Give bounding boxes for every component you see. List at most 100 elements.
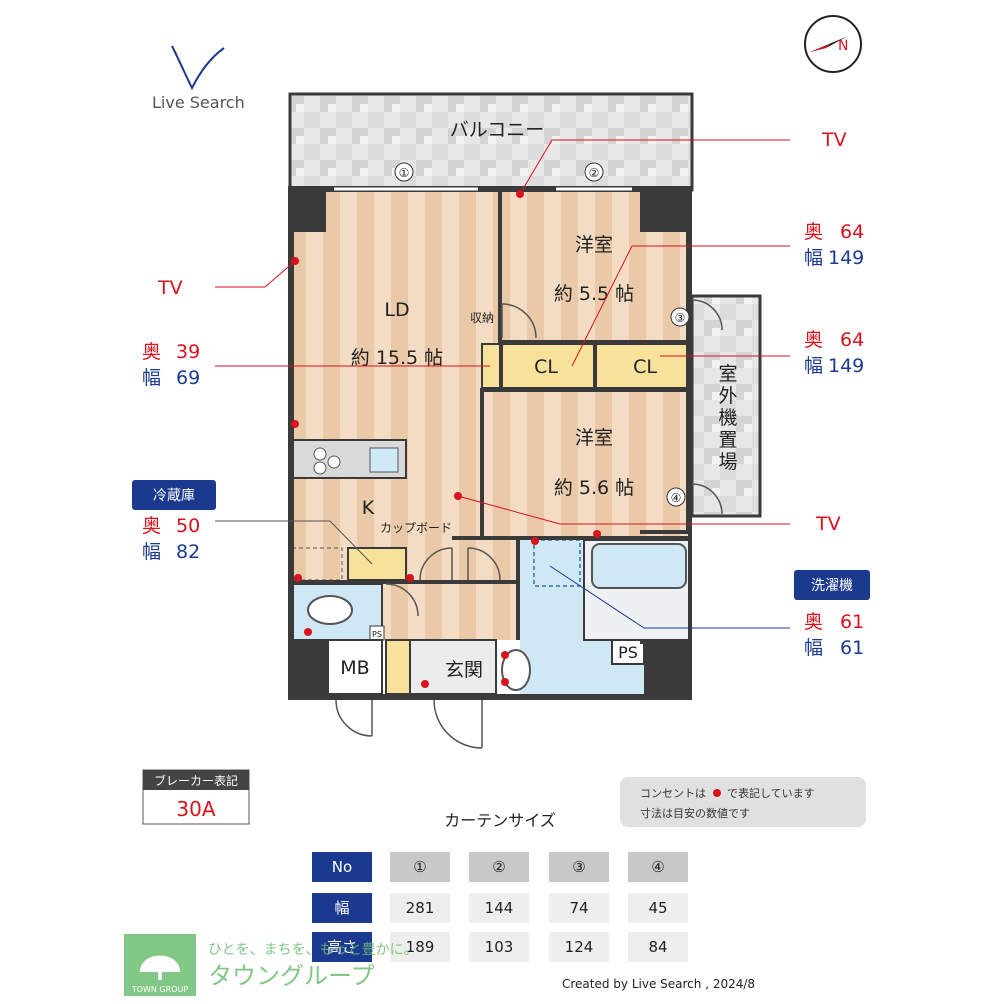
- doors: [335, 299, 723, 749]
- notes-line1-b: で表記しています: [727, 786, 815, 800]
- room-2-size: 約 5.6 帖: [554, 477, 634, 499]
- tv-label-mid-right: TV: [815, 513, 841, 535]
- balcony-label: バルコニー: [450, 119, 545, 141]
- live-search-logo: Live Search: [152, 45, 245, 112]
- ps-large: [611, 639, 645, 665]
- fridge-depth-label: 奥: [142, 515, 161, 537]
- closet-top-depth: 64: [840, 221, 864, 243]
- footer-credit: Created by Live Search , 2024/8: [562, 977, 755, 991]
- fridge-badge: [132, 480, 216, 510]
- storage-width-label: 幅: [142, 367, 161, 389]
- curtain-table: No ① ② ③ ④ 幅 281 144 74 45 高さ 189 103 12…: [312, 852, 688, 962]
- washer-width-label: 幅: [804, 637, 823, 659]
- walls: [288, 186, 692, 700]
- curtain-header-no: No: [332, 858, 352, 876]
- cupboard-label: カップボード: [380, 521, 452, 535]
- compass-icon: N: [804, 15, 862, 73]
- cupboard: [347, 547, 407, 581]
- curtain-row-height-label: 高さ: [327, 938, 357, 956]
- fridge-width: 82: [176, 541, 200, 563]
- ps-large-label: PS: [618, 643, 638, 662]
- tv-label-top-right: TV: [821, 129, 847, 151]
- outlet-legend-icon: [713, 789, 721, 797]
- storage-label: 収納: [470, 311, 494, 325]
- kitchen-sink: [369, 447, 399, 473]
- outlets: [291, 190, 601, 688]
- notes-line1-a: コンセントは: [640, 787, 706, 800]
- svg-text:外: 外: [718, 385, 737, 407]
- curtain-width-2: 144: [485, 899, 514, 917]
- curtain-width-4: 45: [648, 899, 667, 917]
- storage-depth: 39: [176, 341, 200, 363]
- window-marker-3: ③: [675, 311, 686, 325]
- footer-company: タウングループ: [208, 962, 375, 990]
- curtain-header-3: ③: [572, 858, 585, 876]
- svg-text:場: 場: [718, 451, 737, 473]
- fridge-title: 冷蔵庫: [153, 487, 195, 504]
- curtain-header-2: ②: [492, 858, 505, 876]
- fridge-width-label: 幅: [142, 541, 161, 563]
- fridge-depth: 50: [176, 515, 200, 537]
- curtain-header-1: ①: [413, 858, 426, 876]
- ld-label: LD: [384, 299, 409, 321]
- closet-mid-depth-label: 奥: [804, 329, 823, 351]
- washer-width: 61: [840, 637, 864, 659]
- washer-title: 洗濯機: [811, 578, 853, 594]
- outdoor-unit-label: 室 外 機 置 場: [718, 363, 737, 473]
- curtain-height-1: 189: [406, 938, 435, 956]
- room-2-label: 洋室: [575, 427, 613, 449]
- curtain-height-2: 103: [485, 938, 514, 956]
- footer-slogan: ひとを、まちを、もっと豊かに。: [208, 942, 418, 958]
- entrance: [409, 639, 497, 695]
- ps-small-label: PS: [372, 630, 382, 639]
- curtain-width-3: 74: [569, 899, 588, 917]
- washer-depth: 61: [840, 611, 864, 633]
- breaker-value: 30A: [176, 797, 215, 821]
- ld-size: 約 15.5 帖: [351, 347, 443, 369]
- bathtub: [591, 543, 687, 589]
- shoe-box: [385, 639, 411, 695]
- closet-1-label: CL: [534, 356, 558, 378]
- entrance-label: 玄関: [445, 659, 483, 681]
- closet-top-width-label: 幅: [804, 247, 823, 269]
- closet-mid-width: 149: [828, 355, 864, 377]
- curtain-height-4: 84: [648, 938, 667, 956]
- washer-badge: [794, 570, 870, 600]
- svg-text:室: 室: [718, 363, 737, 385]
- tv-label-left: TV: [157, 277, 183, 299]
- outdoor-unit-area: [690, 294, 762, 518]
- logo-text: Live Search: [152, 93, 245, 112]
- window-marker-2: ②: [589, 166, 600, 180]
- window-marker-1: ①: [399, 166, 410, 180]
- curtain-header-4: ④: [651, 858, 664, 876]
- room-1-size: 約 5.5 帖: [554, 283, 634, 305]
- breaker-box: ブレーカー表記 30A: [142, 769, 250, 825]
- curtain-height-3: 124: [565, 938, 594, 956]
- balcony: [288, 92, 694, 192]
- notes-box: コンセントは で表記しています 寸法は目安の数値です: [620, 777, 866, 827]
- mb-label: MB: [340, 657, 369, 679]
- town-group-logo: TOWN GROUP ひとを、まちを、もっと豊かに。 タウングループ: [124, 934, 418, 996]
- window-markers: ① ② ③ ④: [394, 162, 690, 507]
- curtain-row-width-label: 幅: [334, 899, 349, 917]
- compass-north-label: N: [838, 38, 848, 54]
- closet-top-width: 149: [828, 247, 864, 269]
- closet-mid-depth: 64: [840, 329, 864, 351]
- svg-text:機: 機: [718, 407, 737, 429]
- washbasin: [501, 649, 531, 691]
- storage-depth-label: 奥: [142, 341, 161, 363]
- mb-box: [327, 639, 383, 695]
- closet-2-label: CL: [633, 356, 657, 378]
- notes-line2: 寸法は目安の数値です: [640, 806, 750, 820]
- curtain-title: カーテンサイズ: [444, 811, 556, 830]
- town-group-en: TOWN GROUP: [131, 985, 189, 994]
- closet-top-depth-label: 奥: [804, 221, 823, 243]
- washer-depth-label: 奥: [804, 611, 823, 633]
- curtain-width-1: 281: [406, 899, 435, 917]
- kitchen-label: K: [362, 497, 375, 519]
- closet-mid-width-label: 幅: [804, 355, 823, 377]
- svg-text:置: 置: [718, 429, 737, 451]
- room-1-label: 洋室: [575, 234, 613, 256]
- toilet: [307, 595, 353, 625]
